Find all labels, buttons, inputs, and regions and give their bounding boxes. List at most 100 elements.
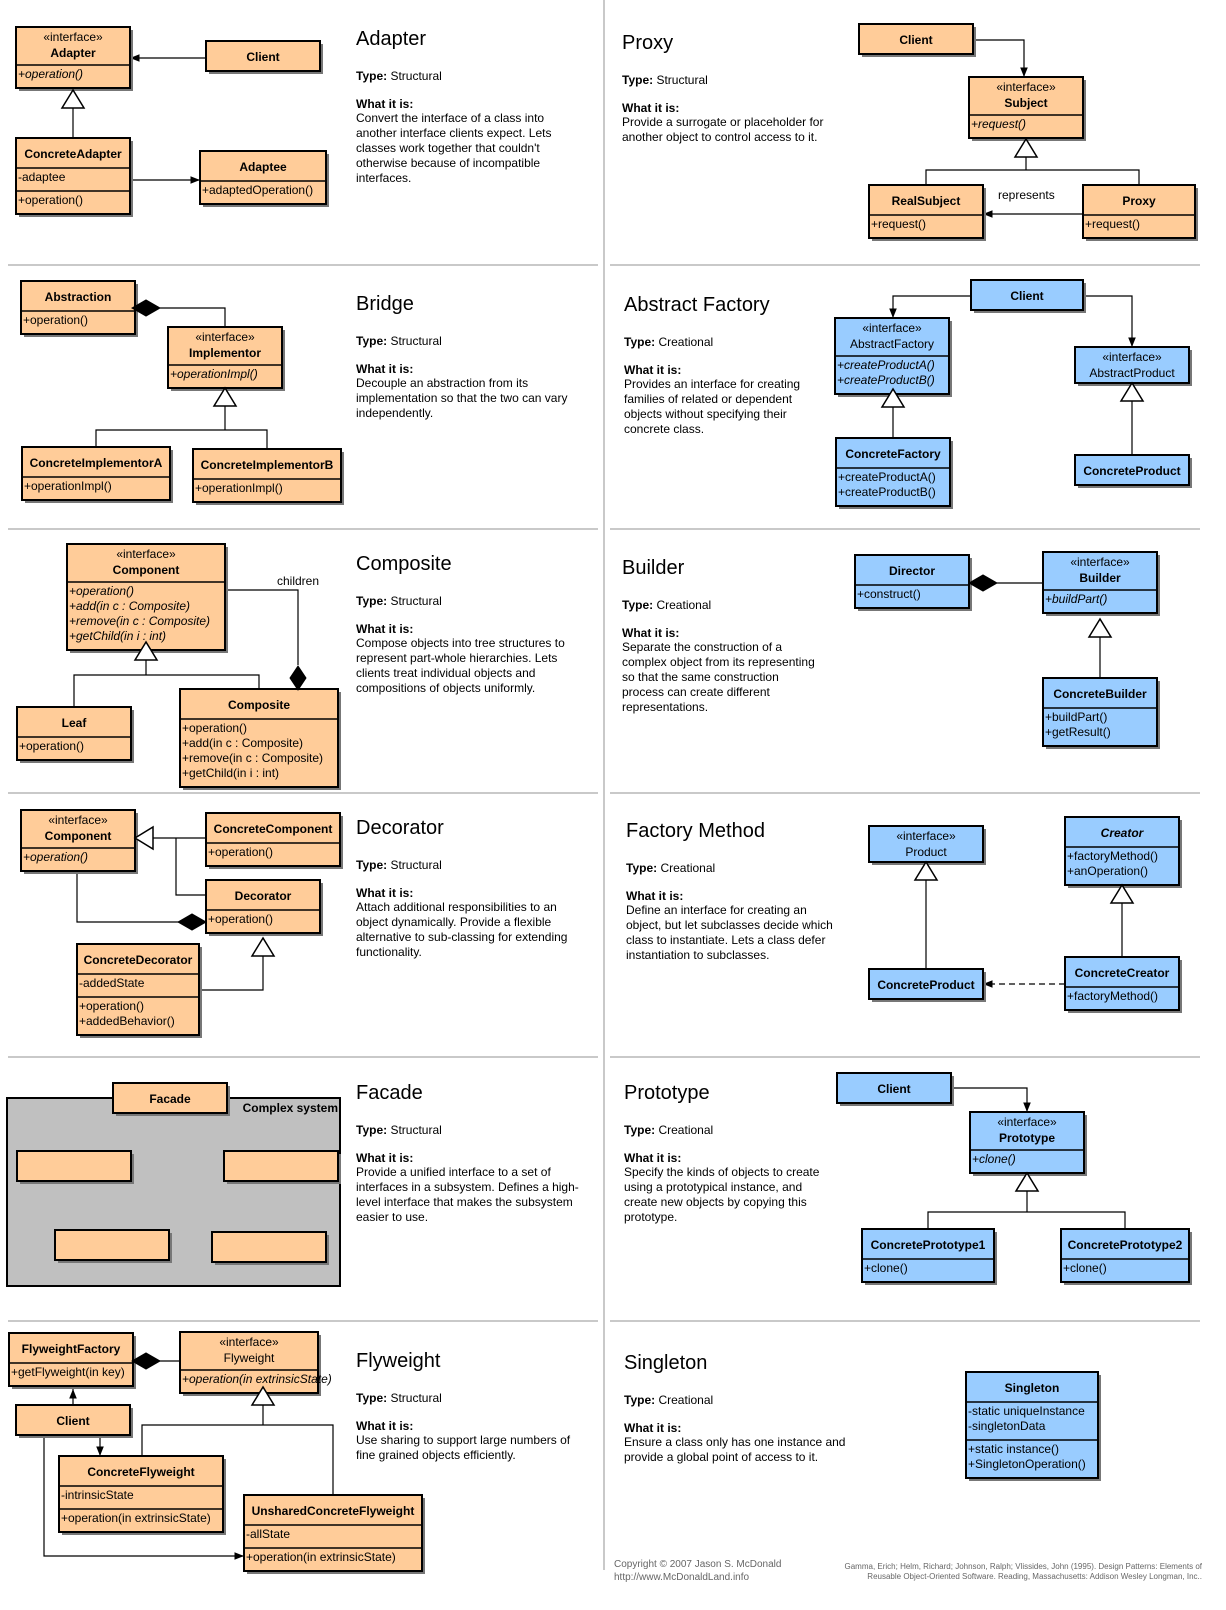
subsystem-class-box (211, 1231, 329, 1265)
pattern-name: Abstract Factory (624, 294, 770, 316)
concrete-flyweight-box: ConcreteFlyweight-intrinsicState+operati… (58, 1455, 226, 1535)
prototype-client-box: Client (836, 1072, 954, 1106)
class-operation: +operation(in extrinsicState) (182, 1372, 332, 1386)
class-operation: +createProductB() (838, 485, 936, 499)
pattern-name: Facade (356, 1082, 423, 1104)
class-operation: +getChild(in i : int) (69, 629, 166, 643)
class-title: Component (45, 829, 112, 843)
proxy-box: Proxy+request() (1082, 184, 1198, 241)
stereotype-label: «interface» (996, 80, 1056, 94)
abstraction-box: Abstraction+operation() (20, 280, 138, 337)
connector-line (141, 1424, 334, 1495)
adapter-interface-box: «interface»Adapter+operation() (15, 26, 133, 91)
composite-box: Composite+operation()+add(in c : Composi… (179, 688, 341, 790)
class-title: AbstractFactory (850, 337, 934, 351)
site-link[interactable]: http://www.McDonaldLand.info (614, 1572, 750, 1583)
creator-box: Creator+factoryMethod()+anOperation() (1064, 816, 1182, 888)
class-title: Client (899, 33, 932, 47)
association-arrow (889, 295, 971, 318)
connector-line (927, 1211, 1126, 1229)
class-operation: +operation() (23, 313, 88, 327)
class-title: ConcreteFactory (845, 447, 941, 461)
pattern-type: Structural (390, 1391, 442, 1405)
pattern-name: Decorator (356, 817, 444, 839)
class-title: Creator (1101, 826, 1145, 840)
class-title: Composite (228, 698, 290, 712)
inheritance-triangle-icon (1109, 883, 1135, 904)
class-attribute: -singletonData (968, 1419, 1046, 1433)
connector-line (225, 589, 299, 665)
class-operation: +SingletonOperation() (968, 1457, 1086, 1471)
class-attribute: -adaptee (18, 170, 66, 184)
pattern-type: Structural (390, 858, 442, 872)
what-label: What it is: (624, 1151, 682, 1165)
what-label: What it is: (356, 622, 414, 636)
class-operation: +createProductA() (838, 470, 936, 484)
class-operation: +buildPart() (1045, 710, 1107, 724)
type-label: Type: (624, 1393, 656, 1407)
class-operation: +operation() (208, 845, 273, 859)
complex-system-label: Complex system (243, 1101, 338, 1115)
class-title: Client (1010, 289, 1043, 303)
class-title: Client (56, 1414, 89, 1428)
class-title: ConcretePrototype2 (1068, 1238, 1183, 1252)
class-attribute: -allState (246, 1527, 290, 1541)
pattern-type: Structural (390, 1123, 442, 1137)
inheritance-triangle-icon (880, 387, 906, 408)
inheritance-triangle-icon (1087, 617, 1113, 638)
composition-diamond-icon (130, 299, 162, 317)
stereotype-label: «interface» (116, 547, 176, 561)
class-title: Flyweight (224, 1351, 275, 1365)
row-divider (610, 528, 1200, 530)
inheritance-triangle-icon (250, 1385, 276, 1406)
connector-line (76, 869, 180, 923)
what-label: What it is: (356, 1151, 414, 1165)
stereotype-label: «interface» (997, 1115, 1057, 1129)
class-operation: +operation() (208, 912, 273, 926)
class-operation: +request() (971, 117, 1026, 131)
flyweight-interface-box: «interface» Flyweight +operation(in extrin… (179, 1331, 332, 1396)
proxy-client-box: Client (858, 23, 976, 57)
row-divider (8, 792, 598, 794)
class-operation: +getResult() (1045, 725, 1111, 739)
class-operation: +buildPart() (1045, 592, 1107, 606)
class-operation: +request() (1085, 217, 1140, 231)
af-client-box: Client (970, 279, 1086, 313)
bridge-description: Bridge Type: Structural What it is: Deco… (356, 293, 596, 421)
pattern-type: Creational (658, 335, 714, 349)
class-title: Leaf (62, 716, 88, 730)
adaptee-box: Adaptee+adaptedOperation() (199, 150, 329, 207)
pattern-type: Structural (656, 73, 708, 87)
what-label: What it is: (624, 363, 682, 377)
director-box: Director+construct() (854, 554, 972, 611)
adapter-client-box: Client (205, 40, 323, 74)
inheritance-triangle-icon (250, 936, 276, 957)
column-divider (603, 0, 605, 1570)
adapter-description: Adapter Type: Structural What it is: Con… (356, 28, 596, 186)
stereotype-label: «interface» (219, 1335, 279, 1349)
connector-line (925, 169, 1140, 185)
stereotype-label: «interface» (1102, 350, 1162, 364)
proxy-description: Proxy Type: Structural What it is: Provi… (622, 32, 852, 145)
class-title: ConcreteDecorator (84, 953, 193, 967)
singleton-description: Singleton Type: Creational What it is: E… (624, 1352, 864, 1465)
class-title: Client (246, 50, 279, 64)
class-operation: +addedBehavior() (79, 1014, 175, 1028)
inheritance-triangle-icon (212, 386, 238, 407)
class-title: ConcreteCreator (1075, 966, 1170, 980)
class-title: UnsharedConcreteFlyweight (252, 1504, 415, 1518)
inheritance-triangle-icon (1013, 137, 1039, 158)
type-label: Type: (356, 69, 388, 83)
row-divider (610, 264, 1200, 266)
connector-line (95, 429, 268, 449)
class-operation: +clone() (972, 1152, 1016, 1166)
class-operation: +anOperation() (1067, 864, 1148, 878)
class-operation: +operationImpl() (170, 367, 258, 381)
association-arrow (43, 1435, 244, 1560)
concrete-prototype2-box: ConcretePrototype2+clone() (1060, 1228, 1192, 1285)
flyweight-client-box: Client (15, 1404, 133, 1438)
